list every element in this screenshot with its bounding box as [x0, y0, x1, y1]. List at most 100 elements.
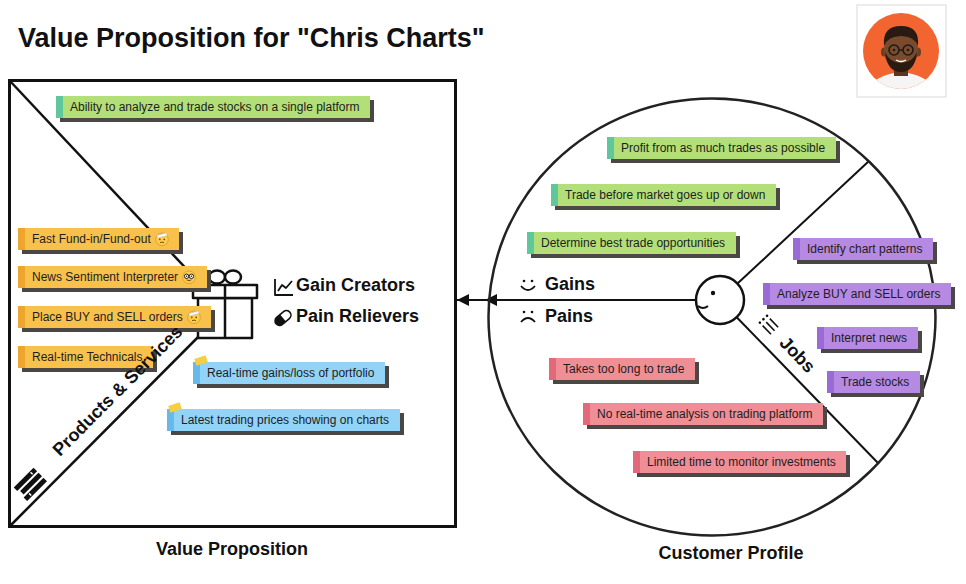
- jobs-list-icon: [765, 314, 769, 318]
- bandage-face-emoji: [187, 311, 200, 324]
- avatar-illustration: [907, 49, 910, 52]
- sticky-note: Limited time to monitor investments: [633, 451, 846, 473]
- jobs-list-icon: [758, 314, 779, 335]
- pain-reliever-icon: [273, 309, 293, 327]
- section-label: Gains: [545, 274, 595, 295]
- avatar-illustration: [857, 5, 946, 100]
- pain-reliever-icon: [273, 309, 293, 327]
- avatar-illustration: [885, 52, 917, 72]
- gift-icon: [224, 285, 227, 338]
- sticky-note: Trade stocks: [827, 371, 920, 393]
- jobs-list-icon: [770, 319, 778, 328]
- pains-frown-icon: [523, 311, 526, 314]
- avatar-illustration: [889, 45, 899, 55]
- note-text: Interpret news: [831, 331, 907, 345]
- nerd-face-emoji: [186, 276, 188, 278]
- avatar-illustration: [903, 45, 913, 55]
- arrowhead: [457, 294, 469, 306]
- customer-face-icon: [696, 276, 744, 324]
- avatar-illustration: [884, 26, 918, 46]
- gift-icon: [209, 271, 225, 284]
- nerd-face-emoji: [183, 271, 196, 284]
- bandage-face-emoji: [189, 311, 199, 316]
- sticky-note: Latest trading prices showing on charts: [167, 409, 400, 431]
- note-text: Limited time to monitor investments: [647, 455, 836, 469]
- nerd-face-emoji: [189, 274, 193, 278]
- gains-smiley-icon: [521, 280, 535, 290]
- bandage-face-emoji: [160, 242, 164, 244]
- avatar-illustration: [896, 60, 906, 62]
- book-stack-icon: [30, 472, 33, 475]
- note-text: Latest trading prices showing on charts: [181, 413, 389, 427]
- note-text: Trade before market goes up or down: [565, 188, 765, 202]
- jobs-list-icon: [762, 317, 766, 321]
- nerd-face-emoji: [191, 276, 193, 278]
- outline: [8, 79, 457, 528]
- square-outline: [10, 81, 456, 527]
- arrowhead: [485, 294, 497, 306]
- section-label: Pain Relievers: [296, 306, 419, 327]
- note-text: Place BUY and SELL orders: [32, 310, 183, 324]
- gain-creator-icon: [278, 281, 292, 291]
- connector-lead-line: [490, 299, 696, 301]
- sticky-note: Takes too long to trade: [549, 358, 695, 380]
- book-stack-icon: [24, 478, 47, 501]
- avatar-illustration: [893, 49, 896, 52]
- note-text: Analyze BUY and SELL orders: [777, 287, 940, 301]
- avatar-illustration: [864, 26, 938, 100]
- nerd-face-emoji: [184, 274, 188, 278]
- page-title: Value Proposition for "Chris Charts": [18, 22, 485, 54]
- bandage-face-emoji: [159, 239, 161, 241]
- sticky-note: Profit from as much trades as possible: [607, 137, 836, 159]
- nerd-face-emoji: [182, 270, 196, 284]
- bandage-face-emoji: [155, 233, 168, 246]
- note-text: Identify chart patterns: [807, 242, 922, 256]
- bandage-face-emoji: [163, 239, 165, 241]
- arrow-connector: [457, 294, 497, 306]
- gift-icon: [225, 271, 241, 284]
- customer-profile-circle: Customer ProfileProfit from as much trad…: [487, 97, 937, 537]
- section-heading: Value Proposition: [156, 539, 308, 560]
- pains-frown-icon: [521, 318, 535, 322]
- bandage-face-emoji: [191, 317, 193, 319]
- section-label: Jobs: [775, 333, 819, 378]
- gain-creator-icon: [275, 279, 293, 295]
- gains-smiley-icon: [523, 280, 526, 283]
- avatar-illustration: [899, 49, 903, 51]
- section-label: Pains: [545, 306, 593, 327]
- note-text: Ability to analyze and trade stocks on a…: [70, 100, 360, 114]
- bandage-face-emoji: [192, 320, 196, 322]
- gains-smiley-icon: [531, 280, 534, 283]
- section-heading: Customer Profile: [658, 543, 803, 564]
- connector-lead-line: [490, 300, 696, 301]
- pain-reliever-icon: [273, 315, 286, 328]
- sticky-note: News Sentiment Interpreter: [18, 266, 207, 288]
- circle-outline: [489, 99, 936, 536]
- note-text: Real-time gains/loss of portfolio: [207, 366, 374, 380]
- gains-smiley-icon: [521, 286, 535, 290]
- note-pin: [194, 355, 208, 365]
- profile-divider-lines: [738, 161, 870, 284]
- customer-face-icon: [696, 276, 744, 324]
- pains-frown-icon: [521, 311, 535, 322]
- sticky-note: Fast Fund-in/Fund-out: [18, 228, 179, 250]
- sticky-note: Identify chart patterns: [793, 238, 933, 260]
- bandage-face-emoji: [187, 310, 201, 324]
- section-label: Products & Services: [49, 322, 187, 461]
- note-text: Takes too long to trade: [563, 362, 684, 376]
- jobs-list-icon: [758, 321, 762, 325]
- canvas-divider-lines: [10, 81, 226, 527]
- sticky-note: Determine best trade opportunities: [527, 232, 736, 254]
- customer-face-icon: [698, 306, 708, 308]
- note-pin: [168, 402, 182, 412]
- note-text: Fast Fund-in/Fund-out: [32, 232, 151, 246]
- section-label: Gain Creators: [296, 275, 415, 296]
- note-text: News Sentiment Interpreter: [32, 270, 178, 284]
- note-text: Real-time Technicals: [32, 350, 143, 364]
- sticky-note: Interpret news: [817, 327, 918, 349]
- gain-creator-icon: [275, 279, 293, 295]
- note-text: Trade stocks: [841, 375, 909, 389]
- bandage-face-emoji: [157, 233, 167, 238]
- nerd-face-emoji: [188, 276, 189, 277]
